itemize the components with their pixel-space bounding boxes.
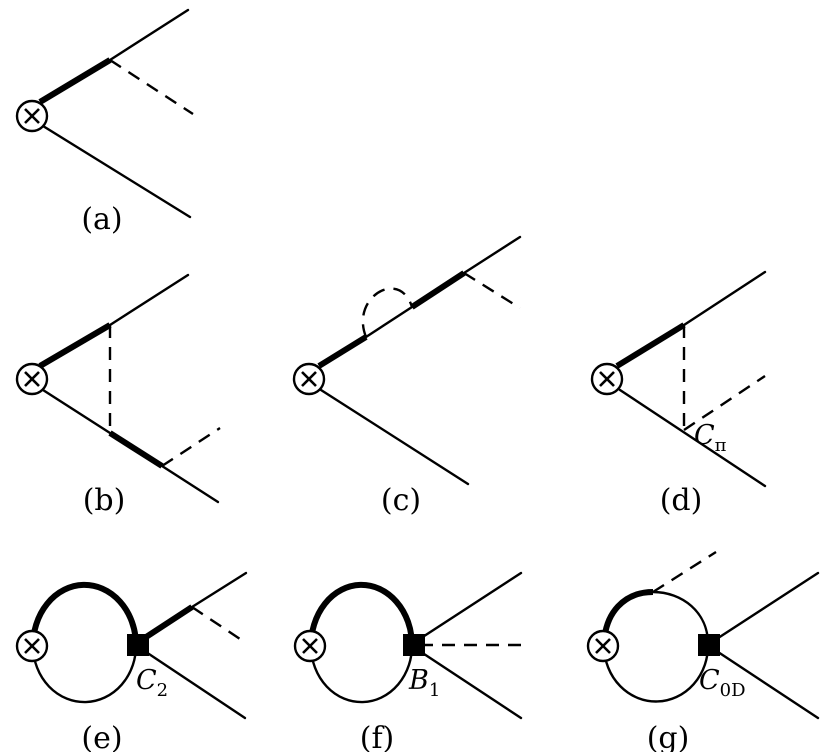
panel-label-g: (g) bbox=[647, 721, 690, 752]
outgoing-line-lower bbox=[160, 464, 220, 504]
outgoing-line-lower bbox=[710, 646, 820, 720]
diagram-b: (b) bbox=[15, 273, 221, 518]
emitted-pion-line bbox=[191, 606, 247, 644]
panel-label-e: (e) bbox=[81, 721, 122, 752]
contact-vertex-square-icon bbox=[403, 634, 425, 656]
contact-vertex-square-icon bbox=[127, 634, 149, 656]
diagram-g: C0D (g) bbox=[586, 550, 820, 752]
emitted-pion-line bbox=[161, 426, 221, 468]
panel-label-b: (b) bbox=[83, 483, 126, 518]
heavy-loop-arc bbox=[29, 581, 139, 648]
panel-label-c: (c) bbox=[381, 483, 421, 518]
outgoing-line-upper bbox=[462, 235, 522, 275]
outgoing-line-upper bbox=[190, 571, 248, 609]
nucleon-loop-arc bbox=[309, 642, 414, 704]
nucleon-line-middle bbox=[364, 305, 414, 339]
outgoing-line-upper bbox=[413, 571, 523, 644]
emitted-pion-line bbox=[463, 271, 521, 310]
diagram-f: B1 (f) bbox=[293, 571, 528, 752]
panel-label-f: (f) bbox=[360, 721, 395, 752]
outgoing-line-upper bbox=[108, 273, 190, 327]
heavy-loop-arc bbox=[307, 581, 415, 648]
outgoing-line-upper bbox=[108, 8, 190, 62]
diagram-c: (c) bbox=[292, 235, 522, 518]
coupling-label-b1: B1 bbox=[408, 665, 440, 701]
coupling-label-c2: C2 bbox=[136, 665, 168, 701]
diagram-d: Cπ (d) bbox=[590, 270, 767, 518]
diagram-a: (a) bbox=[15, 8, 194, 237]
nucleon-loop-arc bbox=[31, 642, 138, 704]
heavy-propagator-second bbox=[410, 270, 466, 310]
outgoing-line-lower bbox=[618, 388, 767, 488]
panel-label-a: (a) bbox=[81, 202, 122, 237]
current-insertion-vertex-icon bbox=[15, 362, 49, 396]
incoming-line-lower bbox=[41, 388, 112, 435]
heavy-propagator-first bbox=[317, 334, 368, 369]
heavy-propagator bbox=[615, 322, 686, 369]
current-insertion-vertex-icon bbox=[293, 629, 327, 663]
outgoing-line-lower bbox=[319, 388, 470, 486]
outgoing-line-upper bbox=[710, 571, 820, 644]
heavy-propagator bbox=[38, 57, 112, 105]
current-insertion-vertex-icon bbox=[292, 362, 326, 396]
panel-label-d: (d) bbox=[660, 483, 703, 518]
emitted-pion-line bbox=[683, 375, 766, 431]
heavy-propagator-lower bbox=[108, 430, 164, 469]
pion-loop-line bbox=[361, 287, 414, 338]
nucleon-loop-arc-lower bbox=[602, 642, 710, 703]
current-insertion-vertex-icon bbox=[590, 362, 624, 396]
outgoing-line-lower bbox=[413, 646, 523, 720]
diagram-e: C2 (e) bbox=[15, 571, 248, 752]
emitted-pion-line bbox=[109, 58, 194, 116]
current-insertion-vertex-icon bbox=[15, 99, 49, 133]
coupling-label-c0d: C0D bbox=[699, 665, 746, 701]
outgoing-line-lower bbox=[138, 646, 247, 720]
outgoing-line-upper bbox=[682, 270, 767, 327]
coupling-label-c-pi: Cπ bbox=[694, 420, 727, 456]
outgoing-line-lower bbox=[41, 124, 192, 219]
current-insertion-vertex-icon bbox=[15, 629, 49, 663]
emitted-pion-line bbox=[652, 550, 717, 594]
heavy-propagator-upper bbox=[38, 322, 112, 369]
current-insertion-vertex-icon bbox=[586, 629, 620, 663]
contact-vertex-square-icon bbox=[698, 634, 720, 656]
